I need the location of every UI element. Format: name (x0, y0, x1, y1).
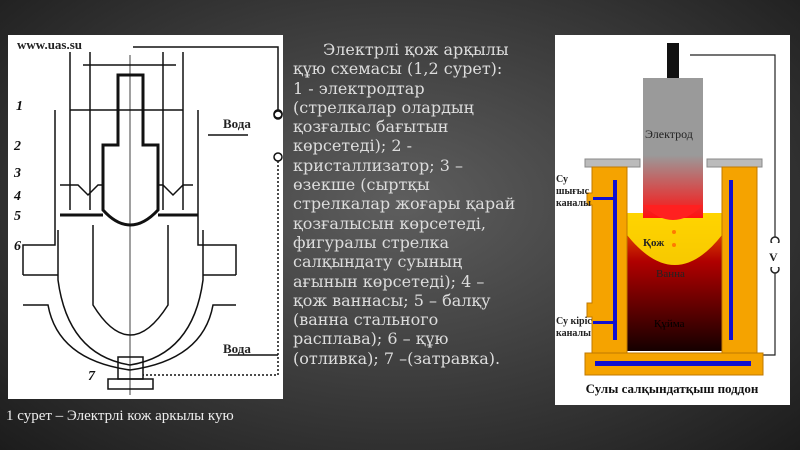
text-line: стрелкалар жоғары қарай (293, 194, 516, 214)
figure-1-caption: 1 сурет – Электрлі кож аркылы кую (6, 408, 234, 424)
water-in-label: Су кіріс (556, 316, 592, 327)
label-7: 7 (88, 369, 96, 384)
label-3: 3 (13, 166, 21, 181)
label-2: 2 (13, 139, 21, 154)
esr-schematic: 1 2 3 4 5 6 7 Вода Вода (13, 46, 283, 395)
text-line: (стрелкалар олардың (293, 97, 474, 117)
label-1: 1 (16, 99, 23, 114)
voltage-label: V (769, 250, 778, 264)
figure-1-esr-diagram: www.uas.su 1 2 3 4 5 6 (8, 35, 283, 399)
water-in-label: каналы (556, 328, 591, 339)
slag-label: Қож (643, 237, 664, 249)
text-line: құю схемасы (1,2 сурет): (293, 59, 503, 79)
text-line: қозғалысын көрсетеді, (293, 213, 486, 233)
figure-2-caption: Сулы салқындатқыш поддон (586, 381, 759, 396)
text-line: қозғалыс бағытын (293, 117, 449, 137)
esr-color-schematic: V Электрод Қож Ванна Құйма Су шығыс кана… (556, 43, 795, 396)
water-out-label: шығыс (556, 186, 590, 197)
text-line: (отливка); 7 –(затравка). (293, 348, 501, 368)
description-text: Электрлі қож арқылы құю схемасы (1,2 сур… (293, 40, 555, 368)
figure-2-esr-color-diagram: V Электрод Қож Ванна Құйма Су шығыс кана… (555, 35, 795, 405)
water-out-label: каналы (556, 198, 591, 209)
electrode-label: Электрод (645, 127, 693, 141)
source-label: www.uas.su (17, 37, 83, 52)
ingot-label: Құйма (654, 318, 685, 330)
label-5: 5 (14, 209, 21, 224)
text-line: салқындату суының (293, 252, 463, 272)
text-line: кристаллизатор; 3 – (293, 155, 463, 175)
water-label-bottom: Вода (223, 341, 251, 356)
text-line: (ванна стального (293, 310, 439, 330)
text-line: 1 - электродтар (293, 78, 425, 98)
text-line: ағынын көрсетеді); 4 – (293, 271, 485, 291)
text-line: Электрлі қож арқылы (323, 40, 509, 59)
text-line: өзекше (сыртқы (293, 175, 430, 195)
text-line: фигуралы стрелка (293, 232, 449, 252)
water-out-label: Су (556, 174, 568, 185)
text-line: көрсетеді); 2 - (293, 136, 412, 156)
water-label-top: Вода (223, 116, 251, 131)
label-6: 6 (14, 239, 21, 254)
label-4: 4 (13, 189, 21, 204)
text-line: қож ваннасы; 5 – балқу (293, 290, 491, 310)
text-line: расплава); 6 – құю (293, 329, 449, 349)
bath-label: Ванна (656, 268, 685, 280)
